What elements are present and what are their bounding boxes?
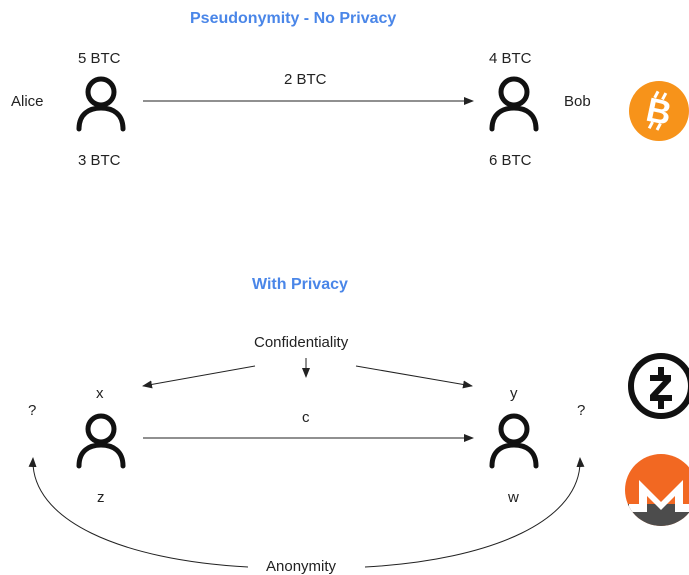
- alice-label: Alice: [11, 93, 44, 110]
- anonymity-label: Anonymity: [266, 558, 337, 575]
- bob-label: Bob: [564, 93, 591, 110]
- anonymity-curve-right: [364, 457, 585, 568]
- receiver-person-icon: [489, 413, 539, 469]
- confidentiality-arrow-right: [355, 365, 473, 389]
- confidentiality-arrow-left: [142, 365, 256, 389]
- bob-balance-before: 4 BTC: [489, 50, 532, 67]
- alice-balance-before: 5 BTC: [78, 50, 121, 67]
- receiver-side-unknown: ?: [577, 402, 586, 419]
- bottom-section-title: With Privacy: [252, 276, 348, 293]
- bob-balance-after: 6 BTC: [489, 152, 532, 169]
- confidentiality-label: Confidentiality: [254, 334, 349, 351]
- receiver-top-label: y: [510, 385, 518, 402]
- sender-top-label: x: [96, 385, 104, 402]
- top-transfer-amount: 2 BTC: [284, 71, 327, 88]
- receiver-bottom-label: w: [508, 489, 519, 506]
- anonymity-curve-left: [28, 457, 249, 568]
- zcash-icon: [628, 353, 689, 419]
- bottom-transfer-amount: c: [302, 409, 310, 426]
- sender-person-icon: [76, 413, 126, 469]
- bitcoin-icon: B: [629, 81, 689, 141]
- monero-icon: [625, 454, 689, 526]
- alice-balance-after: 3 BTC: [78, 152, 121, 169]
- sender-side-unknown: ?: [28, 402, 37, 419]
- top-section-title: Pseudonymity - No Privacy: [190, 10, 397, 27]
- sender-bottom-label: z: [97, 489, 105, 506]
- alice-person-icon: [76, 76, 126, 132]
- bob-person-icon: [489, 76, 539, 132]
